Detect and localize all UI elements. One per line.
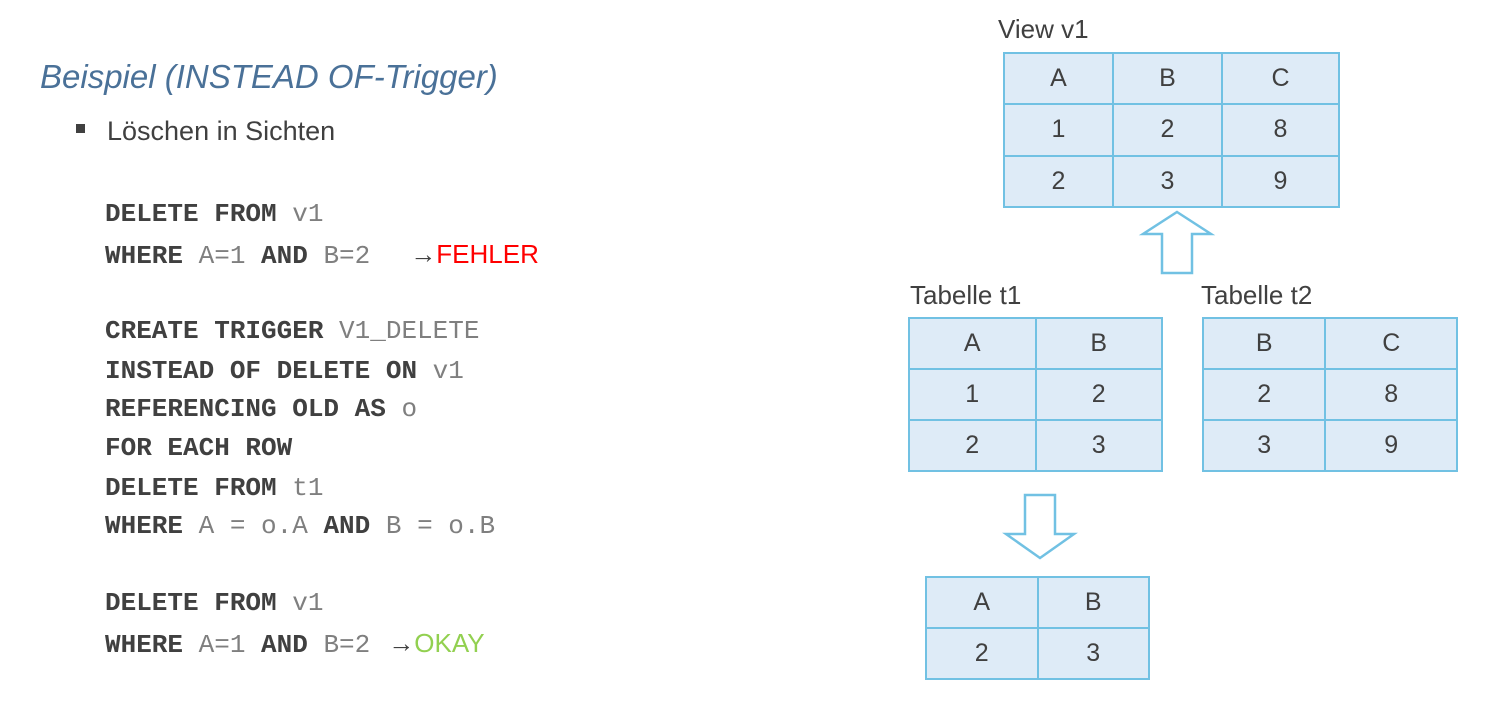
table-cell: 3 bbox=[1034, 419, 1163, 472]
table-t1: A B 1 2 2 3 bbox=[908, 317, 1163, 472]
sql-text: V1_DELETE bbox=[323, 316, 480, 346]
table-header-cell: B bbox=[1036, 576, 1150, 629]
table-cell: 3 bbox=[1111, 154, 1223, 209]
view-v1-label: View v1 bbox=[998, 14, 1089, 44]
table-cell: 9 bbox=[1324, 419, 1458, 472]
code-line: FOR EACH ROW bbox=[105, 435, 292, 461]
sql-keyword: AND bbox=[261, 241, 308, 271]
sql-text: B=2 bbox=[307, 241, 371, 271]
square-bullet-icon bbox=[76, 124, 85, 134]
sql-keyword: AND bbox=[323, 511, 371, 541]
table-cell: 1 bbox=[1003, 103, 1114, 157]
down-arrow-icon bbox=[1002, 493, 1078, 560]
sql-keyword: DELETE FROM bbox=[105, 199, 277, 229]
table-cell: 2 bbox=[1003, 154, 1114, 209]
table-cell: 2 bbox=[1111, 103, 1223, 157]
sql-text: v1 bbox=[276, 588, 324, 618]
sql-keyword: WHERE bbox=[105, 630, 184, 660]
right-arrow-icon: → bbox=[410, 239, 437, 269]
table-header-cell: B bbox=[1034, 317, 1163, 370]
bullet-text: Löschen in Sichten bbox=[107, 116, 336, 146]
table-row: 3 9 bbox=[1201, 419, 1458, 472]
sql-keyword: FOR EACH ROW bbox=[105, 433, 293, 463]
table-header-cell: A bbox=[1003, 51, 1114, 106]
table-header-cell: B bbox=[1201, 317, 1327, 370]
result-error: FEHLER bbox=[436, 239, 539, 269]
code-line: DELETE FROM v1 bbox=[105, 201, 323, 227]
table-header-cell: C bbox=[1324, 317, 1458, 370]
sql-keyword: REFERENCING OLD AS bbox=[105, 394, 386, 424]
result-ok: OKAY bbox=[414, 628, 485, 658]
table-t2: B C 2 8 3 9 bbox=[1201, 317, 1458, 472]
table-header-cell: A bbox=[908, 317, 1037, 370]
sql-keyword: WHERE bbox=[105, 511, 184, 541]
table-row: 2 3 bbox=[925, 627, 1150, 680]
table-cell: 3 bbox=[1036, 627, 1150, 680]
code-line: WHERE A=1 AND B=2 →OKAY bbox=[105, 630, 485, 658]
sql-text: v1 bbox=[417, 356, 464, 386]
table-cell: 2 bbox=[1201, 368, 1327, 421]
bullet-item: Löschen in Sichten bbox=[76, 116, 335, 147]
code-line: WHERE A=1 AND B=2 →FEHLER bbox=[105, 241, 539, 269]
table-cell: 9 bbox=[1220, 154, 1341, 209]
code-line: CREATE TRIGGER V1_DELETE bbox=[105, 318, 479, 344]
table-row: 1 2 bbox=[908, 368, 1163, 421]
up-arrow-icon bbox=[1138, 210, 1216, 275]
sql-text: B = o.B bbox=[370, 511, 496, 541]
table-cell: 8 bbox=[1324, 368, 1458, 421]
table-row: 2 3 9 bbox=[1003, 154, 1341, 209]
sql-text: B=2 bbox=[307, 630, 371, 660]
sql-text: t1 bbox=[276, 473, 324, 503]
table-cell: 8 bbox=[1220, 103, 1341, 157]
sql-keyword: AND bbox=[261, 630, 308, 660]
sql-text: A=1 bbox=[183, 241, 262, 271]
view-v1-table: A B C 1 2 8 2 3 9 bbox=[1003, 51, 1341, 209]
table-header-row: A B bbox=[925, 576, 1150, 629]
sql-text: v1 bbox=[276, 199, 324, 229]
code-line: REFERENCING OLD AS o bbox=[105, 396, 417, 422]
sql-keyword: CREATE TRIGGER bbox=[105, 316, 324, 346]
code-line: INSTEAD OF DELETE ON v1 bbox=[105, 358, 464, 384]
sql-keyword: INSTEAD OF DELETE ON bbox=[105, 356, 418, 386]
table-header-cell: A bbox=[925, 576, 1039, 629]
table-cell: 2 bbox=[908, 419, 1037, 472]
code-line: DELETE FROM t1 bbox=[105, 475, 323, 501]
table-t1-label: Tabelle t1 bbox=[910, 280, 1022, 310]
code-line: DELETE FROM v1 bbox=[105, 590, 323, 616]
table-header-cell: B bbox=[1111, 51, 1223, 106]
table-row: 2 3 bbox=[908, 419, 1163, 472]
table-cell: 2 bbox=[925, 627, 1039, 680]
table-cell: 1 bbox=[908, 368, 1037, 421]
sql-keyword: DELETE FROM bbox=[105, 473, 277, 503]
sql-keyword: DELETE FROM bbox=[105, 588, 277, 618]
sql-text: A = o.A bbox=[183, 511, 324, 541]
table-header-row: A B bbox=[908, 317, 1163, 370]
table-cell: 2 bbox=[1034, 368, 1163, 421]
code-line: WHERE A = o.A AND B = o.B bbox=[105, 513, 495, 539]
table-cell: 3 bbox=[1201, 419, 1327, 472]
table-header-row: B C bbox=[1201, 317, 1458, 370]
slide-title: Beispiel (INSTEAD OF-Trigger) bbox=[40, 58, 498, 95]
sql-keyword: WHERE bbox=[105, 241, 184, 271]
table-row: 1 2 8 bbox=[1003, 103, 1341, 157]
table-row: 2 8 bbox=[1201, 368, 1458, 421]
sql-text: A=1 bbox=[183, 630, 262, 660]
table-header-row: A B C bbox=[1003, 51, 1341, 106]
right-arrow-icon: → bbox=[388, 628, 415, 658]
sql-text: o bbox=[385, 394, 418, 424]
table-t2-label: Tabelle t2 bbox=[1201, 280, 1313, 310]
table-t1-after-delete: A B 2 3 bbox=[925, 576, 1150, 680]
table-header-cell: C bbox=[1220, 51, 1341, 106]
